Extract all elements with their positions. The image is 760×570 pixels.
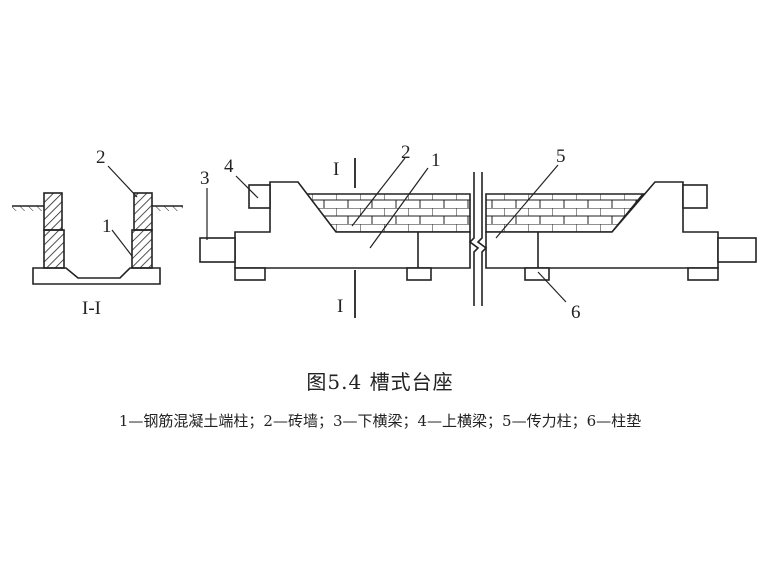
right-brick-wall	[133, 192, 153, 231]
part-number-5: 5	[556, 146, 566, 167]
body-right	[485, 181, 719, 269]
part-number-1: 1	[431, 150, 441, 171]
body-left	[234, 181, 471, 269]
cross-section	[12, 165, 183, 285]
column-pad-left	[406, 267, 432, 281]
part-number-3: 3	[200, 168, 210, 189]
break-line-right	[476, 172, 488, 306]
leader-6	[537, 271, 567, 303]
longitudinal-view	[199, 157, 757, 318]
section-number-1: 1	[102, 216, 112, 237]
leader-2	[351, 157, 406, 227]
break-line-left	[468, 172, 480, 306]
left-brick-wall	[43, 192, 63, 231]
end-pad-left	[234, 267, 266, 281]
figure-title: 图5.4 槽式台座	[306, 370, 454, 394]
leader-1-section	[111, 229, 133, 257]
section-mark-bottom: I	[337, 296, 343, 317]
base-slab	[32, 267, 161, 285]
section-number-2: 2	[96, 147, 106, 168]
lower-beam-left	[199, 237, 236, 263]
leader-5	[495, 164, 559, 239]
upper-beam-right	[682, 184, 708, 209]
leader-4	[235, 175, 259, 199]
leader-1	[369, 167, 429, 249]
lower-beam-right	[717, 237, 757, 263]
end-pad-right	[687, 267, 719, 281]
upper-beam-left	[248, 184, 271, 209]
figure-legend: 1—钢筋混凝土端柱；2—砖墙；3—下横梁；4—上横梁；5—传力柱；6—柱垫	[118, 412, 642, 430]
left-end-column	[43, 229, 65, 269]
part-number-2: 2	[401, 142, 411, 163]
section-mark-top: I	[333, 159, 339, 180]
right-end-column	[131, 229, 153, 269]
section-label: I-I	[82, 298, 101, 319]
part-number-6: 6	[571, 302, 581, 323]
leader-2-section	[107, 165, 138, 198]
column-pad-right	[524, 267, 550, 281]
part-number-4: 4	[224, 156, 234, 177]
